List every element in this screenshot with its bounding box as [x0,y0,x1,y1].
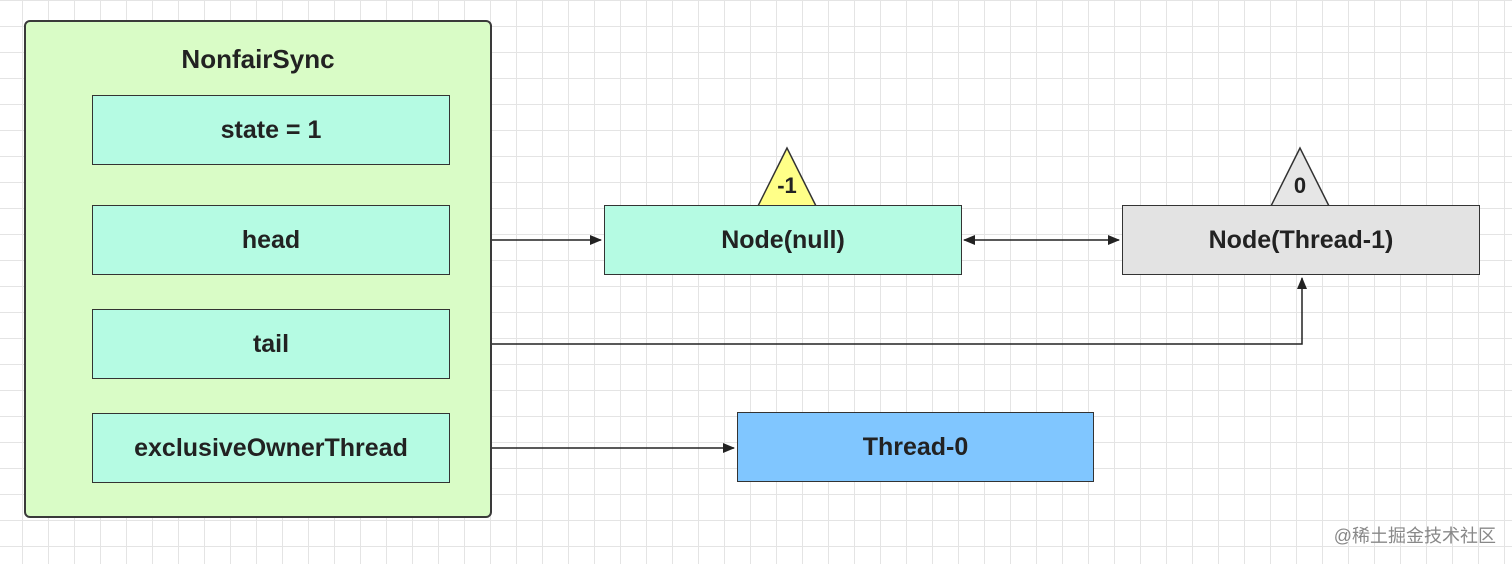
thread-0-box: Thread-0 [737,412,1094,482]
tail-to-node-thread1-link [454,277,1307,349]
head-field: head [92,205,450,275]
node-thread1-waitstatus-badge: 0 [1267,146,1333,211]
node-null-waitstatus-badge: -1 [754,146,820,211]
state-field: state = 1 [92,95,450,165]
node-thread-1: Node(Thread-1) [1122,205,1480,275]
watermark-footer: @稀土掘金技术社区 [1333,526,1496,546]
node-thread1-waitstatus: 0 [1294,173,1306,198]
tail-field: tail [92,309,450,379]
node-null: Node(null) [604,205,962,275]
nonfairsync-title: NonfairSync [181,44,335,74]
exclusive-owner-thread-field: exclusiveOwnerThread [92,413,450,483]
node-null-waitstatus: -1 [777,173,797,198]
